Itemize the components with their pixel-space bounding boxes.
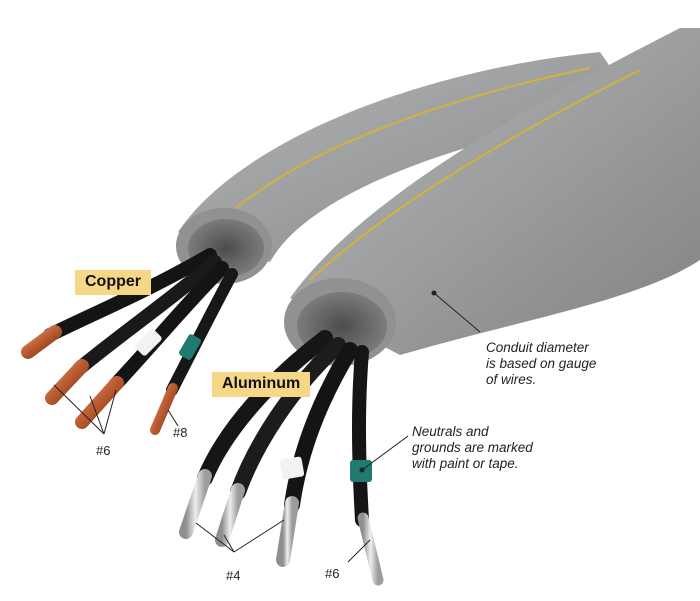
conduit-diameter-note: Conduit diameter is based on gauge of wi… [486,340,597,387]
leader-lines [53,290,481,563]
copper-wire-1 [21,248,217,359]
white-marker-tape [135,329,162,356]
aluminum-wire-2 [215,337,346,547]
front-conduit [290,28,700,355]
white-marker-tape-aluminum [279,456,305,480]
copper-wire-4 [150,268,238,435]
copper-wire-3 [75,261,229,429]
aluminum-wire-3 [276,342,358,567]
copper-wire-2 [45,255,222,405]
copper-label: Copper [75,270,151,295]
copper-gauge-6-label: #6 [96,443,111,458]
aluminum-label: Aluminum [212,372,311,397]
aluminum-gauge-4-label: #4 [226,568,241,583]
front-conduit-stripe [309,69,641,281]
aluminum-gauge-6-label: #6 [325,566,340,581]
green-marker-tape [179,334,201,360]
copper-gauge-8-label: #8 [173,425,188,440]
aluminum-wire-1 [179,330,333,539]
neutrals-grounds-note: Neutrals and grounds are marked with pai… [412,424,533,471]
back-conduit-stripe [235,67,591,209]
back-conduit [178,52,640,262]
